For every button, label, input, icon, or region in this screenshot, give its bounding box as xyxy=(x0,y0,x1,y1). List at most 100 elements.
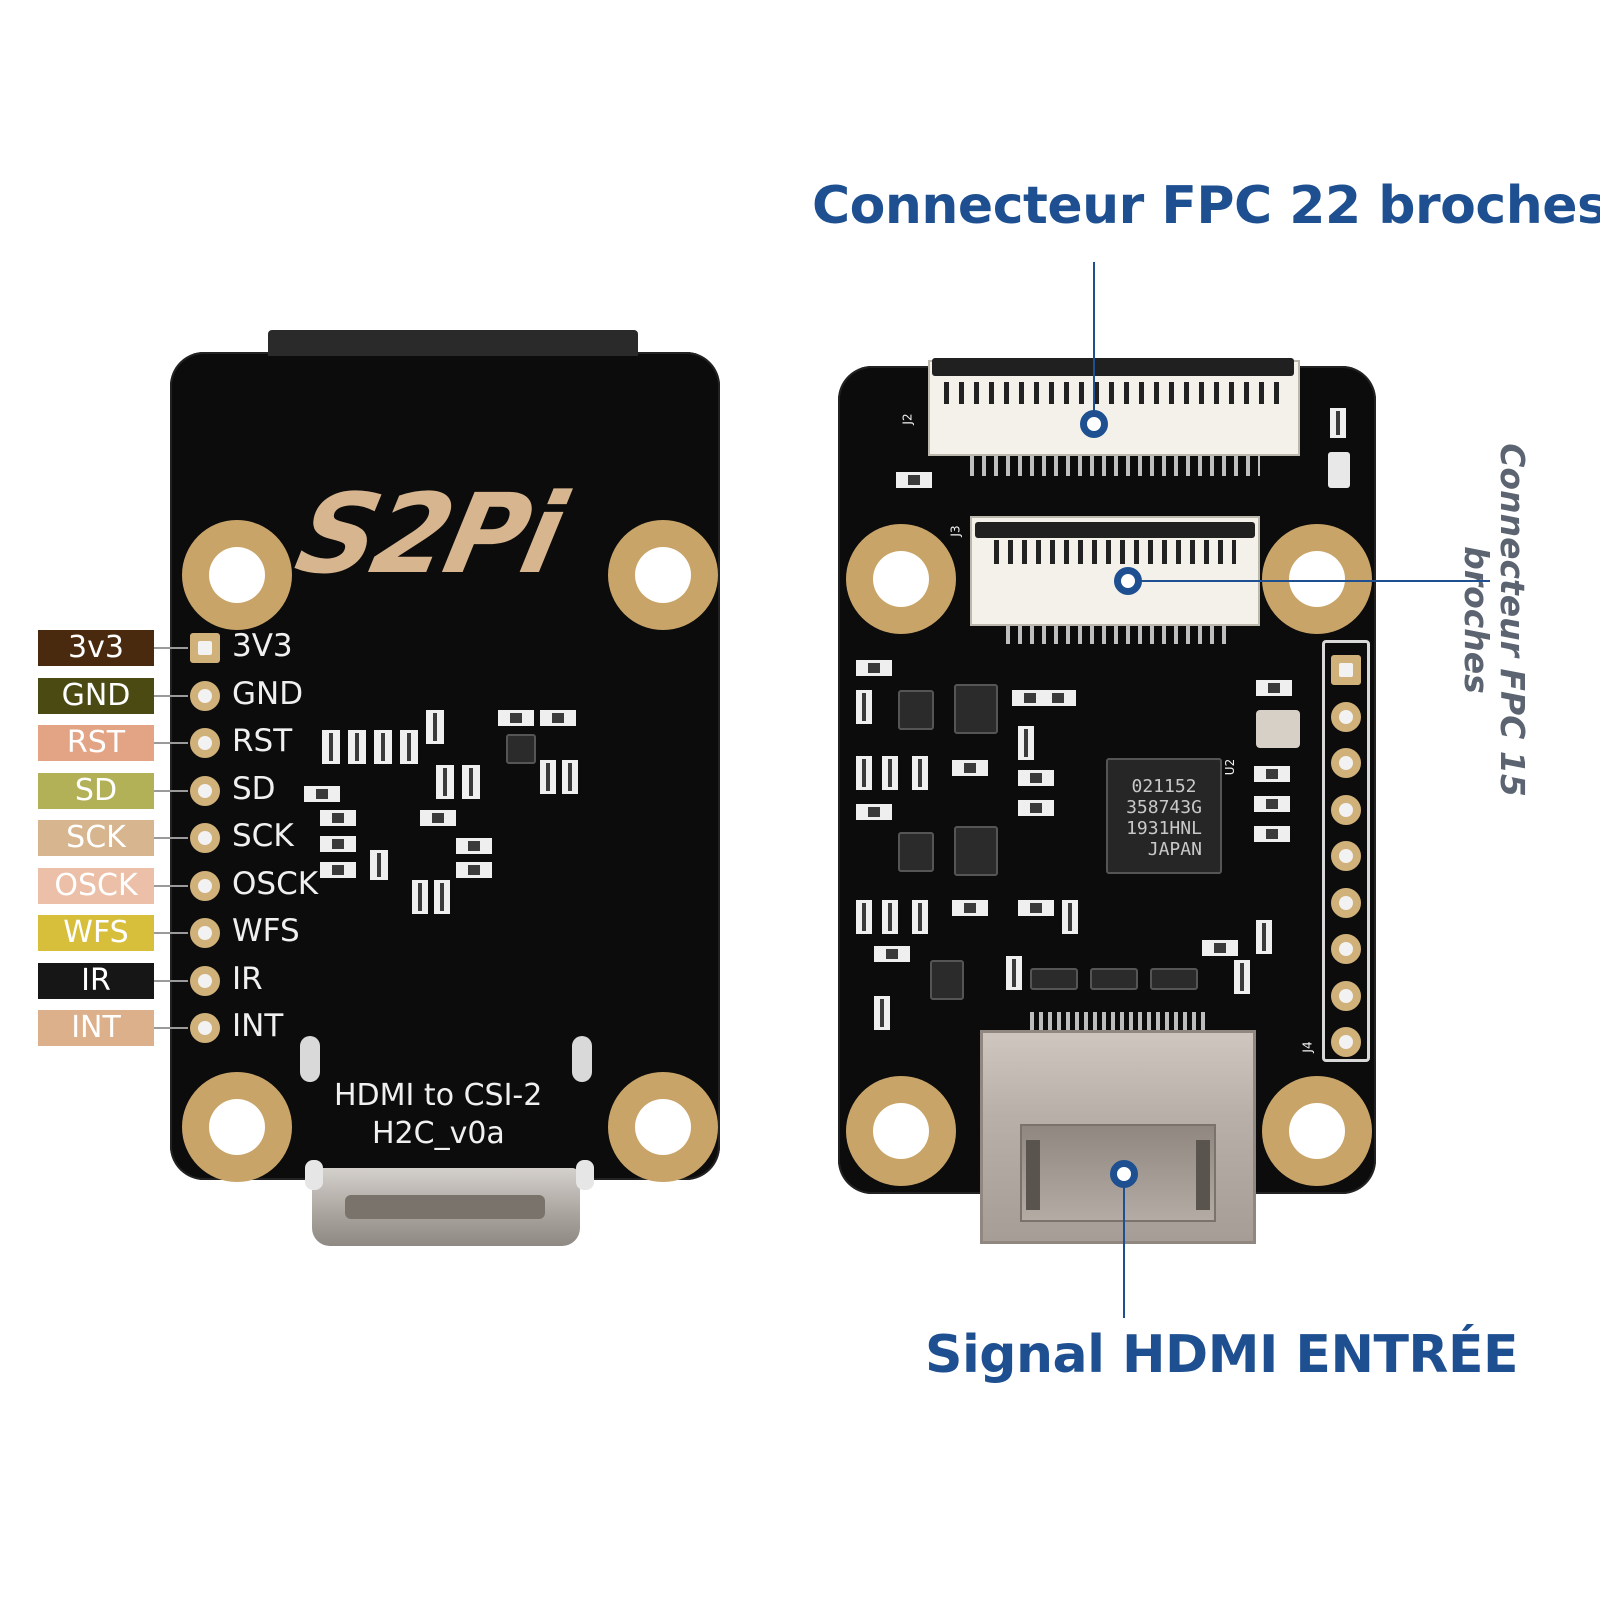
smd-component xyxy=(456,862,492,878)
usb-c-inner xyxy=(345,1195,545,1219)
led xyxy=(1328,452,1350,488)
smd-component xyxy=(374,730,392,764)
sot-chip xyxy=(930,960,964,1000)
smd-component xyxy=(1006,956,1022,990)
sot-chip xyxy=(898,832,934,872)
fpc-22-connector xyxy=(928,360,1300,456)
j4-pin-pad xyxy=(1331,701,1361,732)
ref-j4: J4 xyxy=(1300,1041,1315,1053)
fpc-22-latch xyxy=(932,358,1294,376)
mount-hole-bl xyxy=(182,1072,292,1182)
smd-component xyxy=(912,756,928,790)
callout-fpc22-leader xyxy=(1093,262,1095,422)
j4-pin-pad xyxy=(1331,841,1361,871)
sot-chip xyxy=(506,734,536,764)
pin-pad-3v3 xyxy=(190,633,220,663)
smd-component xyxy=(952,900,988,916)
smd-component xyxy=(1254,766,1290,782)
smd-component xyxy=(1018,770,1054,786)
callout-hdmi-leader xyxy=(1123,1186,1125,1318)
hdmi-solder-pins xyxy=(1030,1012,1206,1034)
smd-component xyxy=(412,880,428,914)
pin-legend-3v3: 3v3 xyxy=(38,630,154,666)
sot-chip xyxy=(898,690,934,730)
pin-label-ir: IR xyxy=(232,961,263,997)
j4-header xyxy=(1322,640,1370,1062)
smd-component xyxy=(912,900,928,934)
pin-legend-osck: OSCK xyxy=(38,868,154,904)
pin-pad-gnd xyxy=(190,681,220,711)
pin-legend-leader xyxy=(154,980,188,982)
esd-chip xyxy=(1150,968,1198,990)
pin-legend-leader xyxy=(154,790,188,792)
j4-pin-pad xyxy=(1331,934,1361,964)
mount-hole-tl xyxy=(846,524,956,634)
smd-component xyxy=(426,710,444,744)
fpc-22-solder-pins xyxy=(970,456,1260,476)
smd-component xyxy=(1018,900,1054,916)
callout-fpc15-title: Connecteur FPC 15 broches xyxy=(1457,443,1532,797)
callout-fpc22-marker xyxy=(1080,410,1108,438)
pin-pad-ir xyxy=(190,966,220,996)
smd-component xyxy=(1254,796,1290,812)
esd-chip xyxy=(1030,968,1078,990)
mount-hole-br xyxy=(1262,1076,1372,1186)
pin-legend-leader xyxy=(154,647,188,649)
j4-pin-pad xyxy=(1331,748,1361,778)
pin-legend-ir: IR xyxy=(38,963,154,999)
main-ic-marking: 021152 358743G 1931HNL JAPAN xyxy=(1126,776,1202,860)
smd-component xyxy=(370,850,388,880)
mount-hole-tl xyxy=(182,520,292,630)
smd-component xyxy=(874,996,890,1030)
callout-fpc15-leader xyxy=(1138,580,1490,582)
smd-component xyxy=(952,760,988,776)
pin-legend-sd: SD xyxy=(38,773,154,809)
smd-component xyxy=(896,472,932,488)
j4-pin-pad xyxy=(1331,980,1361,1011)
callout-hdmi-title: Signal HDMI ENTRÉE xyxy=(925,1325,1519,1385)
pin-legend-leader xyxy=(154,932,188,934)
pin-label-sd: SD xyxy=(232,771,276,807)
smd-component xyxy=(1062,900,1078,934)
smd-component xyxy=(540,760,556,794)
pin-legend-leader xyxy=(154,742,188,744)
led xyxy=(300,1036,320,1082)
smd-component xyxy=(304,786,340,802)
pin-legend-int: INT xyxy=(38,1010,154,1046)
pin-legend-sck: SCK xyxy=(38,820,154,856)
pin-label-osck: OSCK xyxy=(232,866,319,902)
smd-component xyxy=(434,880,450,914)
smd-component xyxy=(320,862,356,878)
callout-fpc15-marker xyxy=(1114,567,1142,595)
smd-component xyxy=(1018,726,1034,760)
s2pi-logo: S2Pi xyxy=(286,470,572,598)
smd-component xyxy=(320,810,356,826)
smd-component xyxy=(856,804,892,820)
back-top-connector xyxy=(268,330,638,356)
fpc-15-solder-pins xyxy=(1006,626,1226,644)
smd-component xyxy=(856,900,872,934)
j4-pin-pad xyxy=(1331,1027,1361,1057)
smd-component xyxy=(400,730,418,764)
pin-pad-sd xyxy=(190,776,220,806)
regulator-chip xyxy=(954,684,998,734)
pin-label-int: INT xyxy=(232,1008,284,1044)
smd-component xyxy=(1330,408,1346,438)
led xyxy=(572,1036,592,1082)
board-version: H2C_v0a xyxy=(372,1116,505,1151)
smd-component xyxy=(462,765,480,799)
esd-chip xyxy=(1090,968,1138,990)
pin-legend-leader xyxy=(154,695,188,697)
smd-component xyxy=(320,836,356,852)
fpc-22-pins xyxy=(944,382,1284,404)
ref-u2: U2 xyxy=(1223,758,1238,776)
pin-label-gnd: GND xyxy=(232,676,304,712)
smd-component xyxy=(1018,800,1054,816)
pin-legend-gnd: GND xyxy=(38,678,154,714)
ref-j2: J2 xyxy=(900,413,915,425)
hdmi-tab-left xyxy=(1026,1140,1040,1210)
board-title: HDMI to CSI-2 xyxy=(334,1078,543,1113)
pin-pad-osck xyxy=(190,871,220,901)
regulator-chip xyxy=(954,826,998,876)
smd-component xyxy=(856,660,892,676)
